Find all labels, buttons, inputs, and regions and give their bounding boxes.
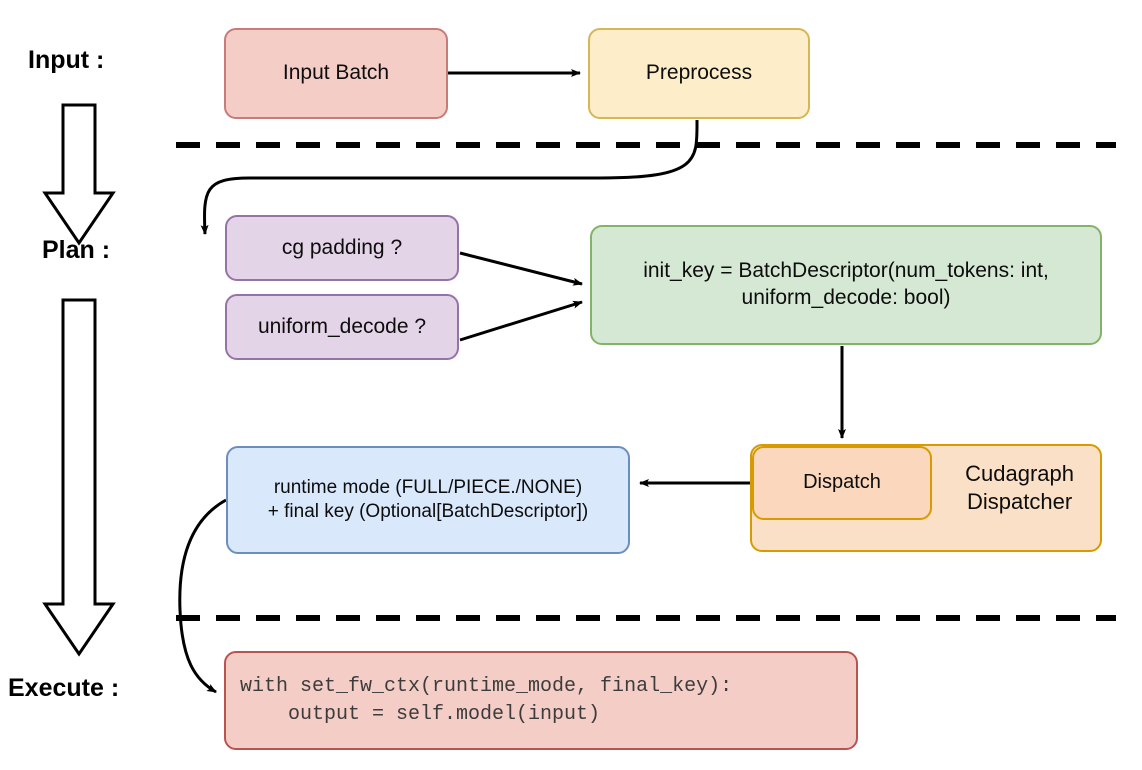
node-runtime-mode-line1: runtime mode (FULL/PIECE./NONE) [273, 476, 583, 498]
node-init-key[interactable]: init_key = BatchDescriptor(num_tokens: i… [590, 225, 1102, 345]
edge-runtime-mode-to-code [178, 498, 227, 694]
node-uniform-decode-label: uniform_decode ? [257, 314, 427, 338]
node-preprocess-label: Preprocess [645, 61, 753, 85]
node-execute-code-text: with set_fw_ctx(runtime_mode, final_key)… [240, 674, 733, 726]
node-cg-padding-label: cg padding ? [281, 235, 403, 259]
node-cg-padding[interactable]: cg padding ? [225, 215, 459, 281]
plan-to-execute-arrow [42, 298, 116, 657]
node-init-key-line2: uniform_decode: bool) [741, 286, 951, 309]
edge-uniform-decode-to-init-key [459, 300, 583, 342]
stage-label-input: Input : [28, 46, 105, 74]
stage-label-execute: Execute : [8, 674, 120, 702]
node-init-key-text: init_key = BatchDescriptor(num_tokens: i… [592, 258, 1100, 312]
node-init-key-line1: init_key = BatchDescriptor(num_tokens: i… [643, 259, 1049, 283]
node-input-batch-label: Input Batch [282, 61, 390, 85]
edge-cg-padding-to-init-key [459, 251, 583, 286]
node-uniform-decode[interactable]: uniform_decode ? [225, 294, 459, 360]
node-preprocess[interactable]: Preprocess [588, 28, 810, 119]
node-runtime-mode-text: runtime mode (FULL/PIECE./NONE) + final … [228, 476, 628, 525]
node-cudagraph-dispatcher-label: Cudagraph Dispatcher [965, 460, 1074, 516]
node-execute-code[interactable]: with set_fw_ctx(runtime_mode, final_key)… [224, 651, 858, 750]
node-cudagraph-dispatcher-line1: Cudagraph [965, 461, 1074, 486]
node-runtime-mode[interactable]: runtime mode (FULL/PIECE./NONE) + final … [226, 446, 630, 554]
node-input-batch[interactable]: Input Batch [224, 28, 448, 119]
node-cudagraph-dispatcher-line2: Dispatcher [966, 489, 1073, 515]
stage-label-plan: Plan : [42, 236, 111, 264]
node-dispatch-label: Dispatch [803, 471, 881, 494]
input-to-plan-arrow [42, 103, 116, 246]
node-runtime-mode-line2: + final key (Optional[BatchDescriptor]) [267, 501, 589, 522]
node-dispatch[interactable]: Dispatch [752, 446, 932, 520]
